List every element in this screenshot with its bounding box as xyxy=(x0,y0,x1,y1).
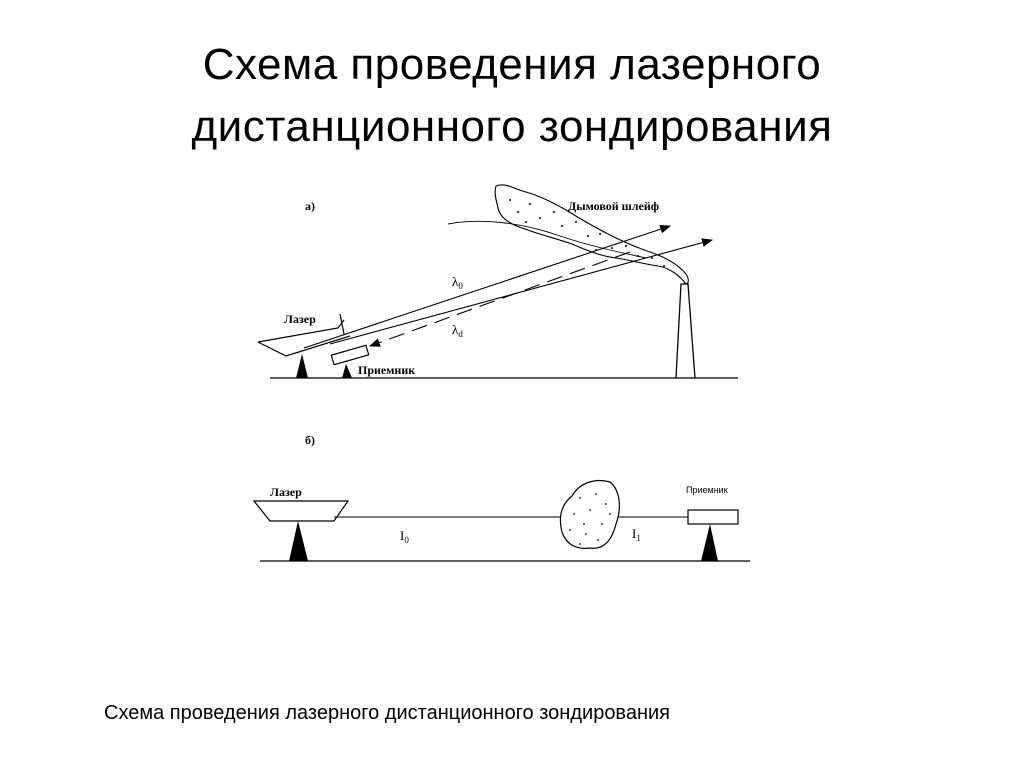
plume-label: Дымовой шлейф xyxy=(568,199,659,213)
laser-label-b: Лазер xyxy=(270,485,302,499)
laser-beam-line-2 xyxy=(329,238,714,345)
lambda-d-label: λd xyxy=(452,322,463,339)
lambda-d-symbol: λ xyxy=(452,322,459,337)
aerosol-particles-icon xyxy=(569,493,611,545)
laser-beam-line xyxy=(303,224,672,349)
slide-title: Схема проведения лазерного дистанционног… xyxy=(0,34,1024,158)
smoke-particles-icon xyxy=(509,199,665,267)
panel-a-label: а) xyxy=(305,199,315,213)
receiver-device-icon xyxy=(330,344,370,366)
lambda-0-sub: 0 xyxy=(458,281,463,291)
laser-label-a: Лазер xyxy=(284,312,316,326)
intensity-1-sub: 1 xyxy=(636,533,641,543)
laser-aperture-icon xyxy=(339,313,345,335)
smoke-plume-icon xyxy=(494,184,689,285)
receiver-stand-icon xyxy=(342,364,352,378)
aerosol-cloud-icon xyxy=(559,479,620,549)
intensity-1-label: I1 xyxy=(632,526,641,543)
panel-a: а) Дымовой шлейф Лазер При xyxy=(257,184,738,379)
title-line-1: Схема проведения лазерного xyxy=(202,40,822,89)
panel-b-label: б) xyxy=(305,433,315,447)
laser-stand-b-icon xyxy=(289,521,308,561)
laser-device-b-icon xyxy=(252,500,350,522)
laser-stand-icon xyxy=(296,354,308,378)
panel-b: б) Лазер Приемник I0 I1 xyxy=(252,433,750,562)
receiver-label-b: Приемник xyxy=(686,485,728,495)
backscatter-line xyxy=(368,251,631,347)
lambda-d-sub: d xyxy=(458,329,463,339)
lambda-0-label: λ0 xyxy=(452,274,463,291)
intensity-0-symbol: I xyxy=(400,528,404,543)
receiver-label-a: Приемник xyxy=(358,363,415,377)
receiver-device-b-icon xyxy=(687,509,739,525)
slide-caption: Схема проведения лазерного дистанционног… xyxy=(104,702,671,724)
lambda-0-symbol: λ xyxy=(452,274,459,289)
intensity-0-label: I0 xyxy=(400,528,409,545)
title-line-2: дистанционного зондирования xyxy=(191,102,833,151)
intensity-0-sub: 0 xyxy=(404,535,409,545)
intensity-1-symbol: I xyxy=(632,526,636,541)
lidar-schematic: а) Дымовой шлейф Лазер При xyxy=(252,184,750,562)
chimney-icon xyxy=(675,283,696,379)
receiver-stand-b-icon xyxy=(701,524,718,561)
smoke-plume-lower-edge-icon xyxy=(447,220,647,259)
